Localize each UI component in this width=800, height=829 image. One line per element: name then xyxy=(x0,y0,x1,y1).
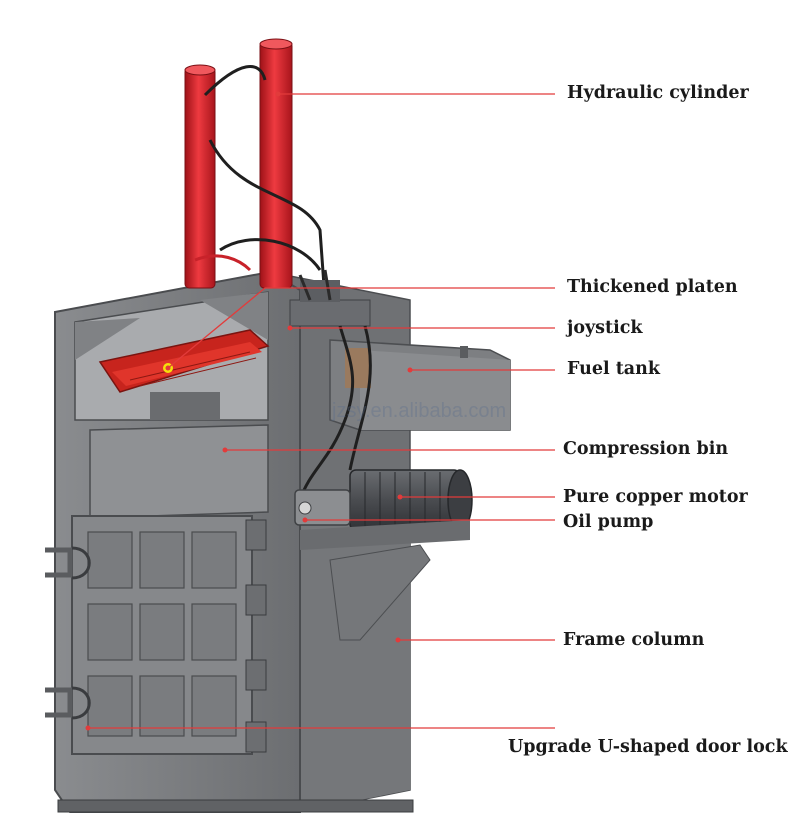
label-pure-copper-motor: Pure copper motor xyxy=(563,487,748,507)
joystick-valve-block xyxy=(289,269,372,501)
leader-anchor-hydraulic-cylinder xyxy=(275,91,281,97)
machine-base xyxy=(57,799,414,813)
leader-anchor-frame-column xyxy=(395,637,401,643)
label-hydraulic-cylinder: Hydraulic cylinder xyxy=(567,83,749,103)
motor-pump-assembly xyxy=(294,469,473,641)
front-door xyxy=(45,515,267,755)
leader-anchor-oil-pump xyxy=(302,517,308,523)
label-compression-bin: Compression bin xyxy=(563,439,729,459)
thickened-platen-shape xyxy=(98,329,270,420)
leader-anchor-fuel-tank xyxy=(407,367,413,373)
leader-anchor-joystick xyxy=(287,325,293,331)
watermark: jzsy.en.alibaba.com xyxy=(332,400,507,422)
label-thickened-platen: Thickened platen xyxy=(567,277,738,297)
leader-anchor-door-lock xyxy=(85,725,91,731)
leader-lines xyxy=(85,91,555,731)
label-joystick: joystick xyxy=(567,318,643,338)
leader-anchor-compression-bin xyxy=(222,447,228,453)
label-oil-pump: Oil pump xyxy=(563,512,654,532)
leader-anchor-thickened-platen xyxy=(165,365,171,371)
hydraulic-cylinders xyxy=(184,38,327,301)
label-door-lock: Upgrade U-shaped door lock xyxy=(508,737,788,757)
label-frame-column: Frame column xyxy=(563,630,705,650)
leader-anchor-pure-copper-motor xyxy=(397,494,403,500)
label-fuel-tank: Fuel tank xyxy=(567,359,660,379)
fuel-tank-shape xyxy=(329,339,511,431)
leader-line-thickened-platen xyxy=(167,287,555,369)
